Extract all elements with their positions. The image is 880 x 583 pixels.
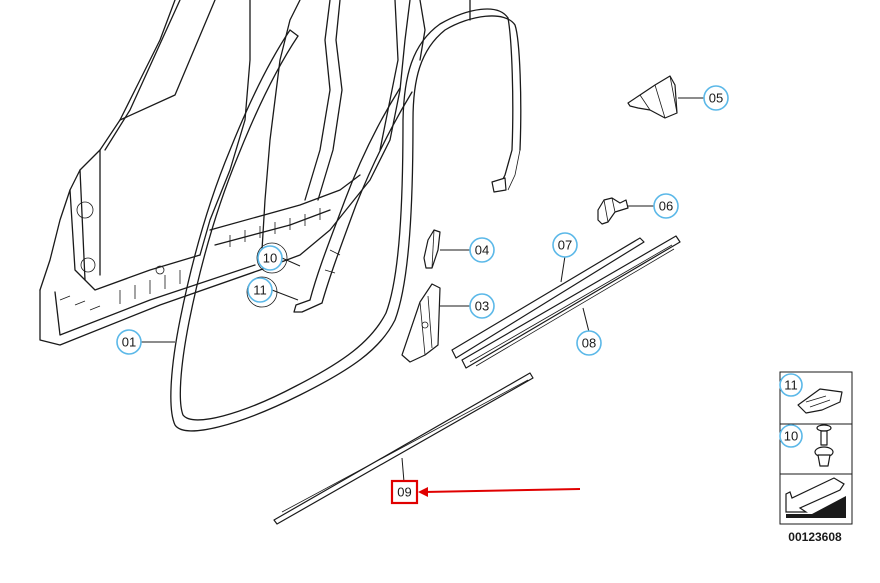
callout-08[interactable]: 08	[576, 330, 602, 356]
callout-05[interactable]: 05	[703, 85, 729, 111]
callout-08-label: 08	[582, 336, 596, 351]
arrow-icon	[785, 477, 846, 518]
part-07-08-strips	[451, 235, 681, 369]
part-05-bracket	[627, 75, 704, 119]
body-side-frame	[39, 0, 471, 346]
callout-10[interactable]: 10	[256, 242, 288, 274]
callout-03[interactable]: 03	[469, 293, 495, 319]
rivet-icon	[814, 424, 834, 467]
legend-panel: 11 10 00123608	[779, 371, 853, 544]
legend-item-10-label: 10	[784, 429, 798, 444]
clip-icon	[797, 388, 843, 414]
callout-07[interactable]: 07	[552, 232, 578, 258]
part-06-bracket	[597, 197, 654, 225]
callout-03-label: 03	[475, 299, 489, 314]
catalog-number: 00123608	[788, 530, 842, 544]
legend-item-11-label: 11	[784, 378, 798, 393]
b-pillar-channel	[293, 87, 413, 313]
callout-11[interactable]: 11	[246, 276, 278, 308]
callout-04-label: 04	[475, 243, 489, 258]
highlight-09-label: 09	[397, 485, 411, 500]
callout-01-label: 01	[122, 335, 136, 350]
callout-05-label: 05	[709, 91, 723, 106]
callout-07-label: 07	[558, 238, 572, 253]
callout-10-label: 10	[263, 251, 277, 266]
part-03-trim	[401, 283, 470, 363]
callout-06-label: 06	[659, 199, 673, 214]
highlight-09[interactable]: 09	[390, 479, 419, 505]
callout-01[interactable]: 01	[116, 329, 142, 355]
red-arrow-icon	[418, 487, 581, 497]
part-04-trim	[423, 229, 470, 269]
legend-item-10[interactable]: 10	[779, 424, 803, 448]
part-09-sill-strip	[273, 372, 534, 525]
legend-item-11[interactable]: 11	[779, 373, 803, 397]
callout-04[interactable]: 04	[469, 237, 495, 263]
callout-06[interactable]: 06	[653, 193, 679, 219]
callout-11-label: 11	[253, 283, 267, 298]
door-opening-seal	[170, 8, 522, 432]
